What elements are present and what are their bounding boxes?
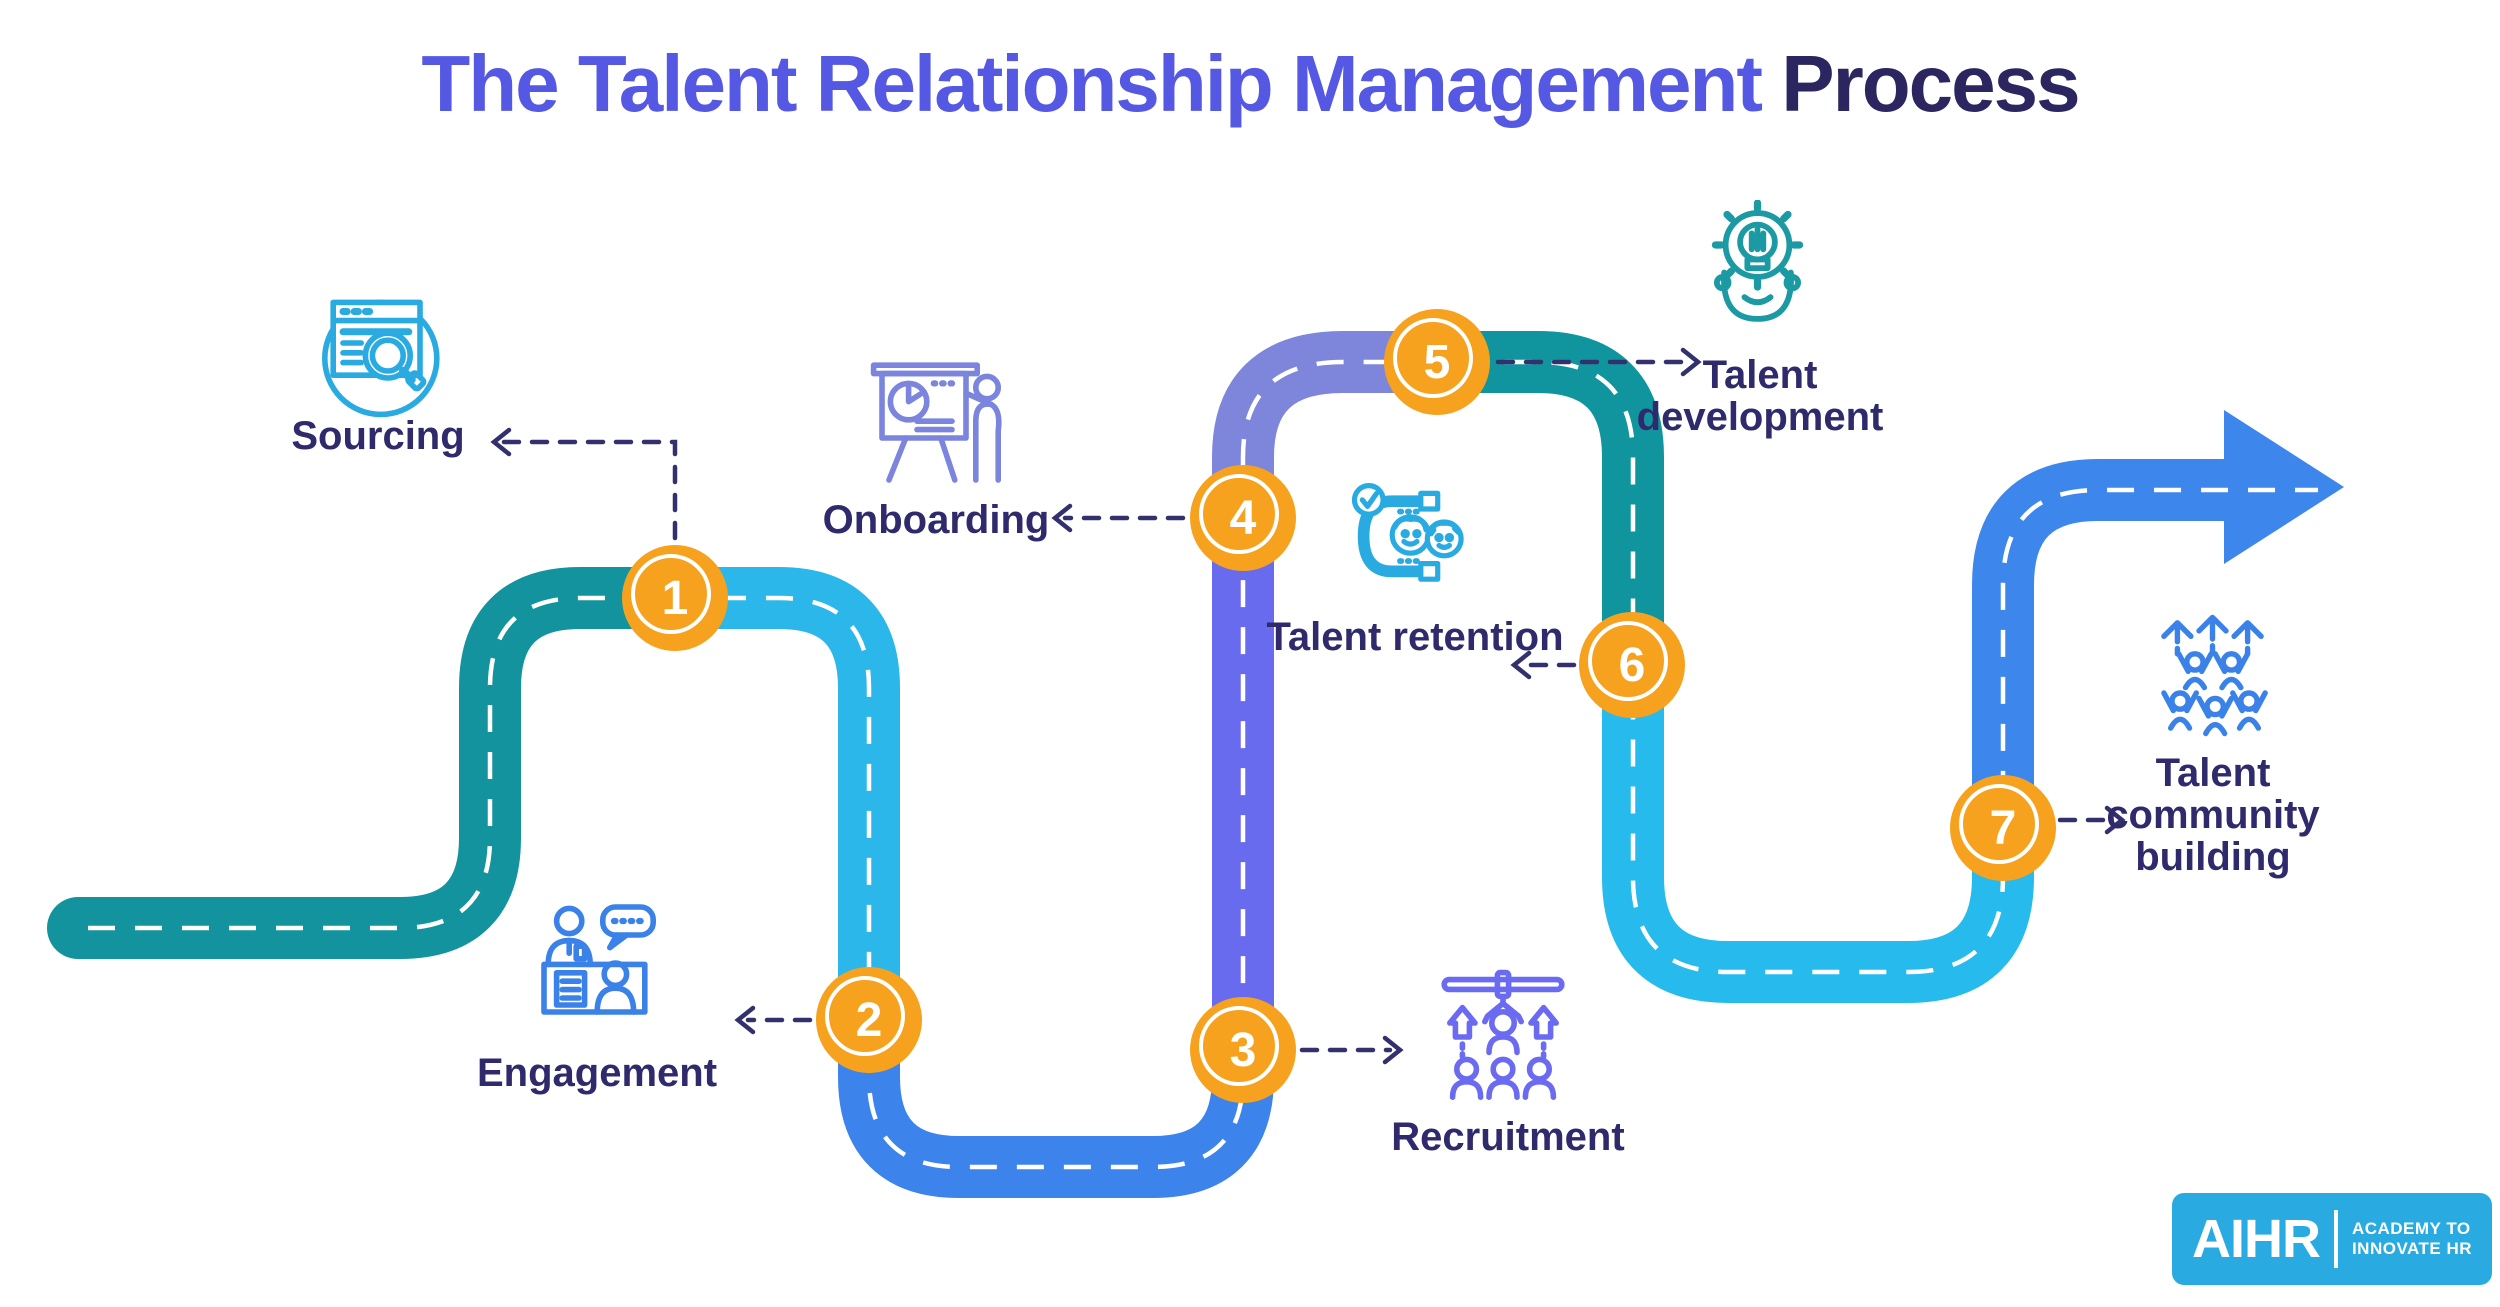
step-number: 6 <box>1618 638 1646 692</box>
step-label-talent-development: Talent development <box>1636 353 1884 439</box>
step-node-2: 2 <box>816 967 922 1073</box>
road-segment-1 <box>47 567 706 959</box>
node-ring <box>1959 784 2039 864</box>
aihr-logo-divider <box>2333 1210 2338 1268</box>
road-segment-7 <box>1602 634 2034 1003</box>
road-center-line <box>88 359 2318 1170</box>
connector-arrow-3 <box>1299 1035 1404 1065</box>
connector-arrow-1 <box>490 427 678 541</box>
step-label-engagement: Engagement <box>476 1051 718 1095</box>
step-label-sourcing: Sourcing <box>291 414 465 458</box>
step-number: 1 <box>661 571 689 625</box>
node-ring <box>1199 1006 1279 1086</box>
step-node-4: 4 <box>1190 465 1296 571</box>
crane-people-icon <box>1433 967 1573 1107</box>
community-growth-icon <box>2145 612 2280 747</box>
browser-search-icon <box>308 280 448 420</box>
node-ring <box>825 976 905 1056</box>
connector-arrow-5 <box>1495 347 1702 377</box>
step-number: 5 <box>1423 335 1451 389</box>
step-label-onboarding: Onboarding <box>822 498 1050 542</box>
node-ring <box>1199 474 1279 554</box>
step-node-6: 6 <box>1579 612 1685 718</box>
person-desk-chat-icon <box>530 900 670 1040</box>
node-ring <box>1393 318 1473 398</box>
step-number: 7 <box>1989 801 2017 855</box>
step-label-talent-retention: Talent retention <box>1266 615 1564 659</box>
step-number: 4 <box>1229 491 1257 545</box>
aihr-logo: AIHR ACADEMY TO INNOVATE HR <box>2172 1193 2492 1285</box>
connector-arrow-2 <box>734 1005 813 1035</box>
road-arrowhead <box>2224 410 2344 564</box>
magnet-people-icon <box>1348 483 1478 613</box>
page-title-highlight: Process <box>1781 39 2080 128</box>
step-number: 3 <box>1229 1023 1257 1077</box>
step-label-recruitment: Recruitment <box>1391 1115 1625 1159</box>
node-ring <box>1588 621 1668 701</box>
road-segment-3 <box>838 989 1274 1198</box>
road-segment-2 <box>644 567 900 1051</box>
page-title: The Talent Relationship Management Proce… <box>0 38 2500 130</box>
step-node-5: 5 <box>1384 309 1490 415</box>
step-node-1: 1 <box>622 545 728 651</box>
presentation-board-icon <box>868 354 1008 494</box>
aihr-logo-brand: AIHR <box>2191 1209 2321 1269</box>
node-ring <box>631 554 711 634</box>
step-label-talent-community-building: Talent community building <box>2106 751 2320 879</box>
step-number: 2 <box>855 993 883 1047</box>
aihr-logo-tagline: ACADEMY TO INNOVATE HR <box>2351 1219 2473 1258</box>
step-node-3: 3 <box>1190 997 1296 1103</box>
connector-arrow-4 <box>1051 503 1186 533</box>
step-node-7: 7 <box>1950 775 2056 881</box>
connector-arrow-7 <box>2057 805 2126 835</box>
head-lightbulb-gear-icon <box>1685 200 1830 345</box>
connector-arrow-6 <box>1510 650 1577 680</box>
page-title-main: The Talent Relationship Management <box>421 39 1763 128</box>
